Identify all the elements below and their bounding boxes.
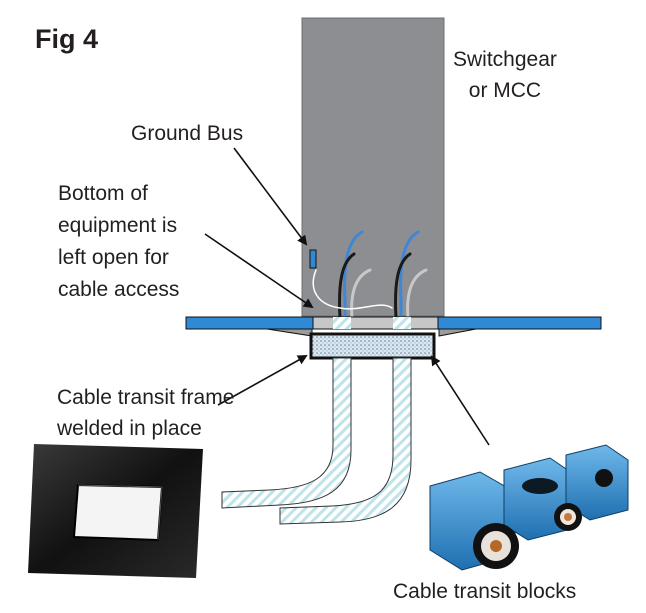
- transit-blocks-photo: [429, 444, 629, 571]
- frame-flange-right: [438, 328, 477, 337]
- switchgear-cabinet: [301, 17, 445, 317]
- transit-frame-photo: [28, 444, 203, 578]
- equipment-label: Switchgear or MCC: [453, 44, 557, 106]
- leader-transit-blocks: [430, 355, 490, 446]
- conduit-top-right: [393, 317, 411, 329]
- transit-frame-line-1: Cable transit frame: [57, 386, 235, 409]
- leader-bottom-open: [204, 233, 314, 309]
- transit-frame-line-2: welded in place: [57, 417, 202, 440]
- leader-transit-frame: [217, 355, 308, 406]
- conduit-top-left: [333, 317, 351, 329]
- figure-label: Fig 4: [35, 24, 99, 54]
- equipment-label-line-1: Switchgear: [453, 48, 557, 71]
- ground-bus-bar: [309, 249, 317, 269]
- leader-lines: [204, 147, 490, 446]
- transit-frame-label: Cable transit frame welded in place: [57, 382, 234, 444]
- bottom-open-line-1: Bottom of: [58, 182, 148, 205]
- bottom-open-label: Bottom of equipment is left open for cab…: [58, 178, 179, 306]
- bottom-open-line-4: cable access: [58, 278, 180, 301]
- transit-blocks-label: Cable transit blocks: [393, 580, 577, 603]
- equipment-label-line-2: or MCC: [468, 79, 542, 102]
- floor-opening: [312, 316, 439, 330]
- cable-transit-frame: [309, 332, 436, 360]
- conduit-right: [279, 357, 412, 525]
- leader-ground-bus: [233, 147, 308, 246]
- frame-flange-left: [266, 328, 313, 337]
- bottom-open-line-2: equipment is: [58, 214, 178, 237]
- ground-bus-label: Ground Bus: [131, 122, 244, 145]
- cables: [312, 230, 428, 320]
- bottom-open-line-3: left open for: [58, 246, 169, 269]
- conduit-left: [221, 357, 352, 509]
